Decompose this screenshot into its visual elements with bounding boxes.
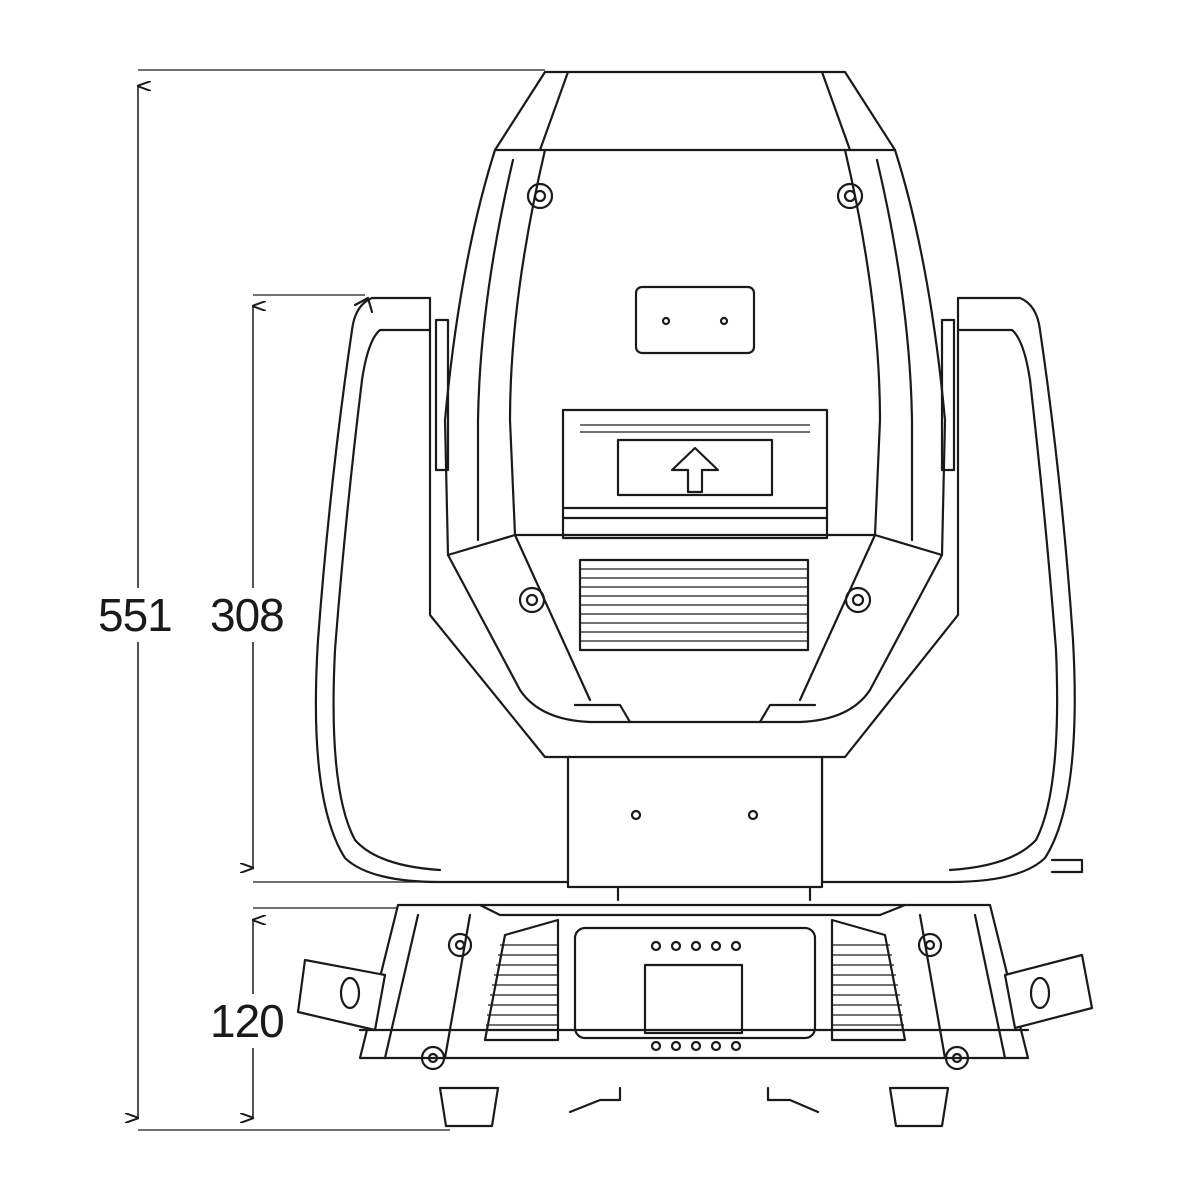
dimension-120-label: 120 [206,994,288,1048]
yoke-center-block [566,755,824,902]
yoke-left-arm [314,296,572,884]
dimension-308-label: 308 [206,588,288,642]
base [296,903,1094,1128]
dimension-551-label: 551 [94,588,176,642]
handle-right [1003,953,1094,1030]
handle-left [296,958,387,1032]
head-vent [578,558,810,652]
display-buttons [650,940,742,1052]
yoke-right-arm [820,296,1084,884]
head-screws [518,182,872,614]
arrow-up-icon [670,446,720,494]
moving-head-body [434,70,956,724]
base-vent-right [830,918,907,1042]
base-vent-left [483,918,560,1042]
